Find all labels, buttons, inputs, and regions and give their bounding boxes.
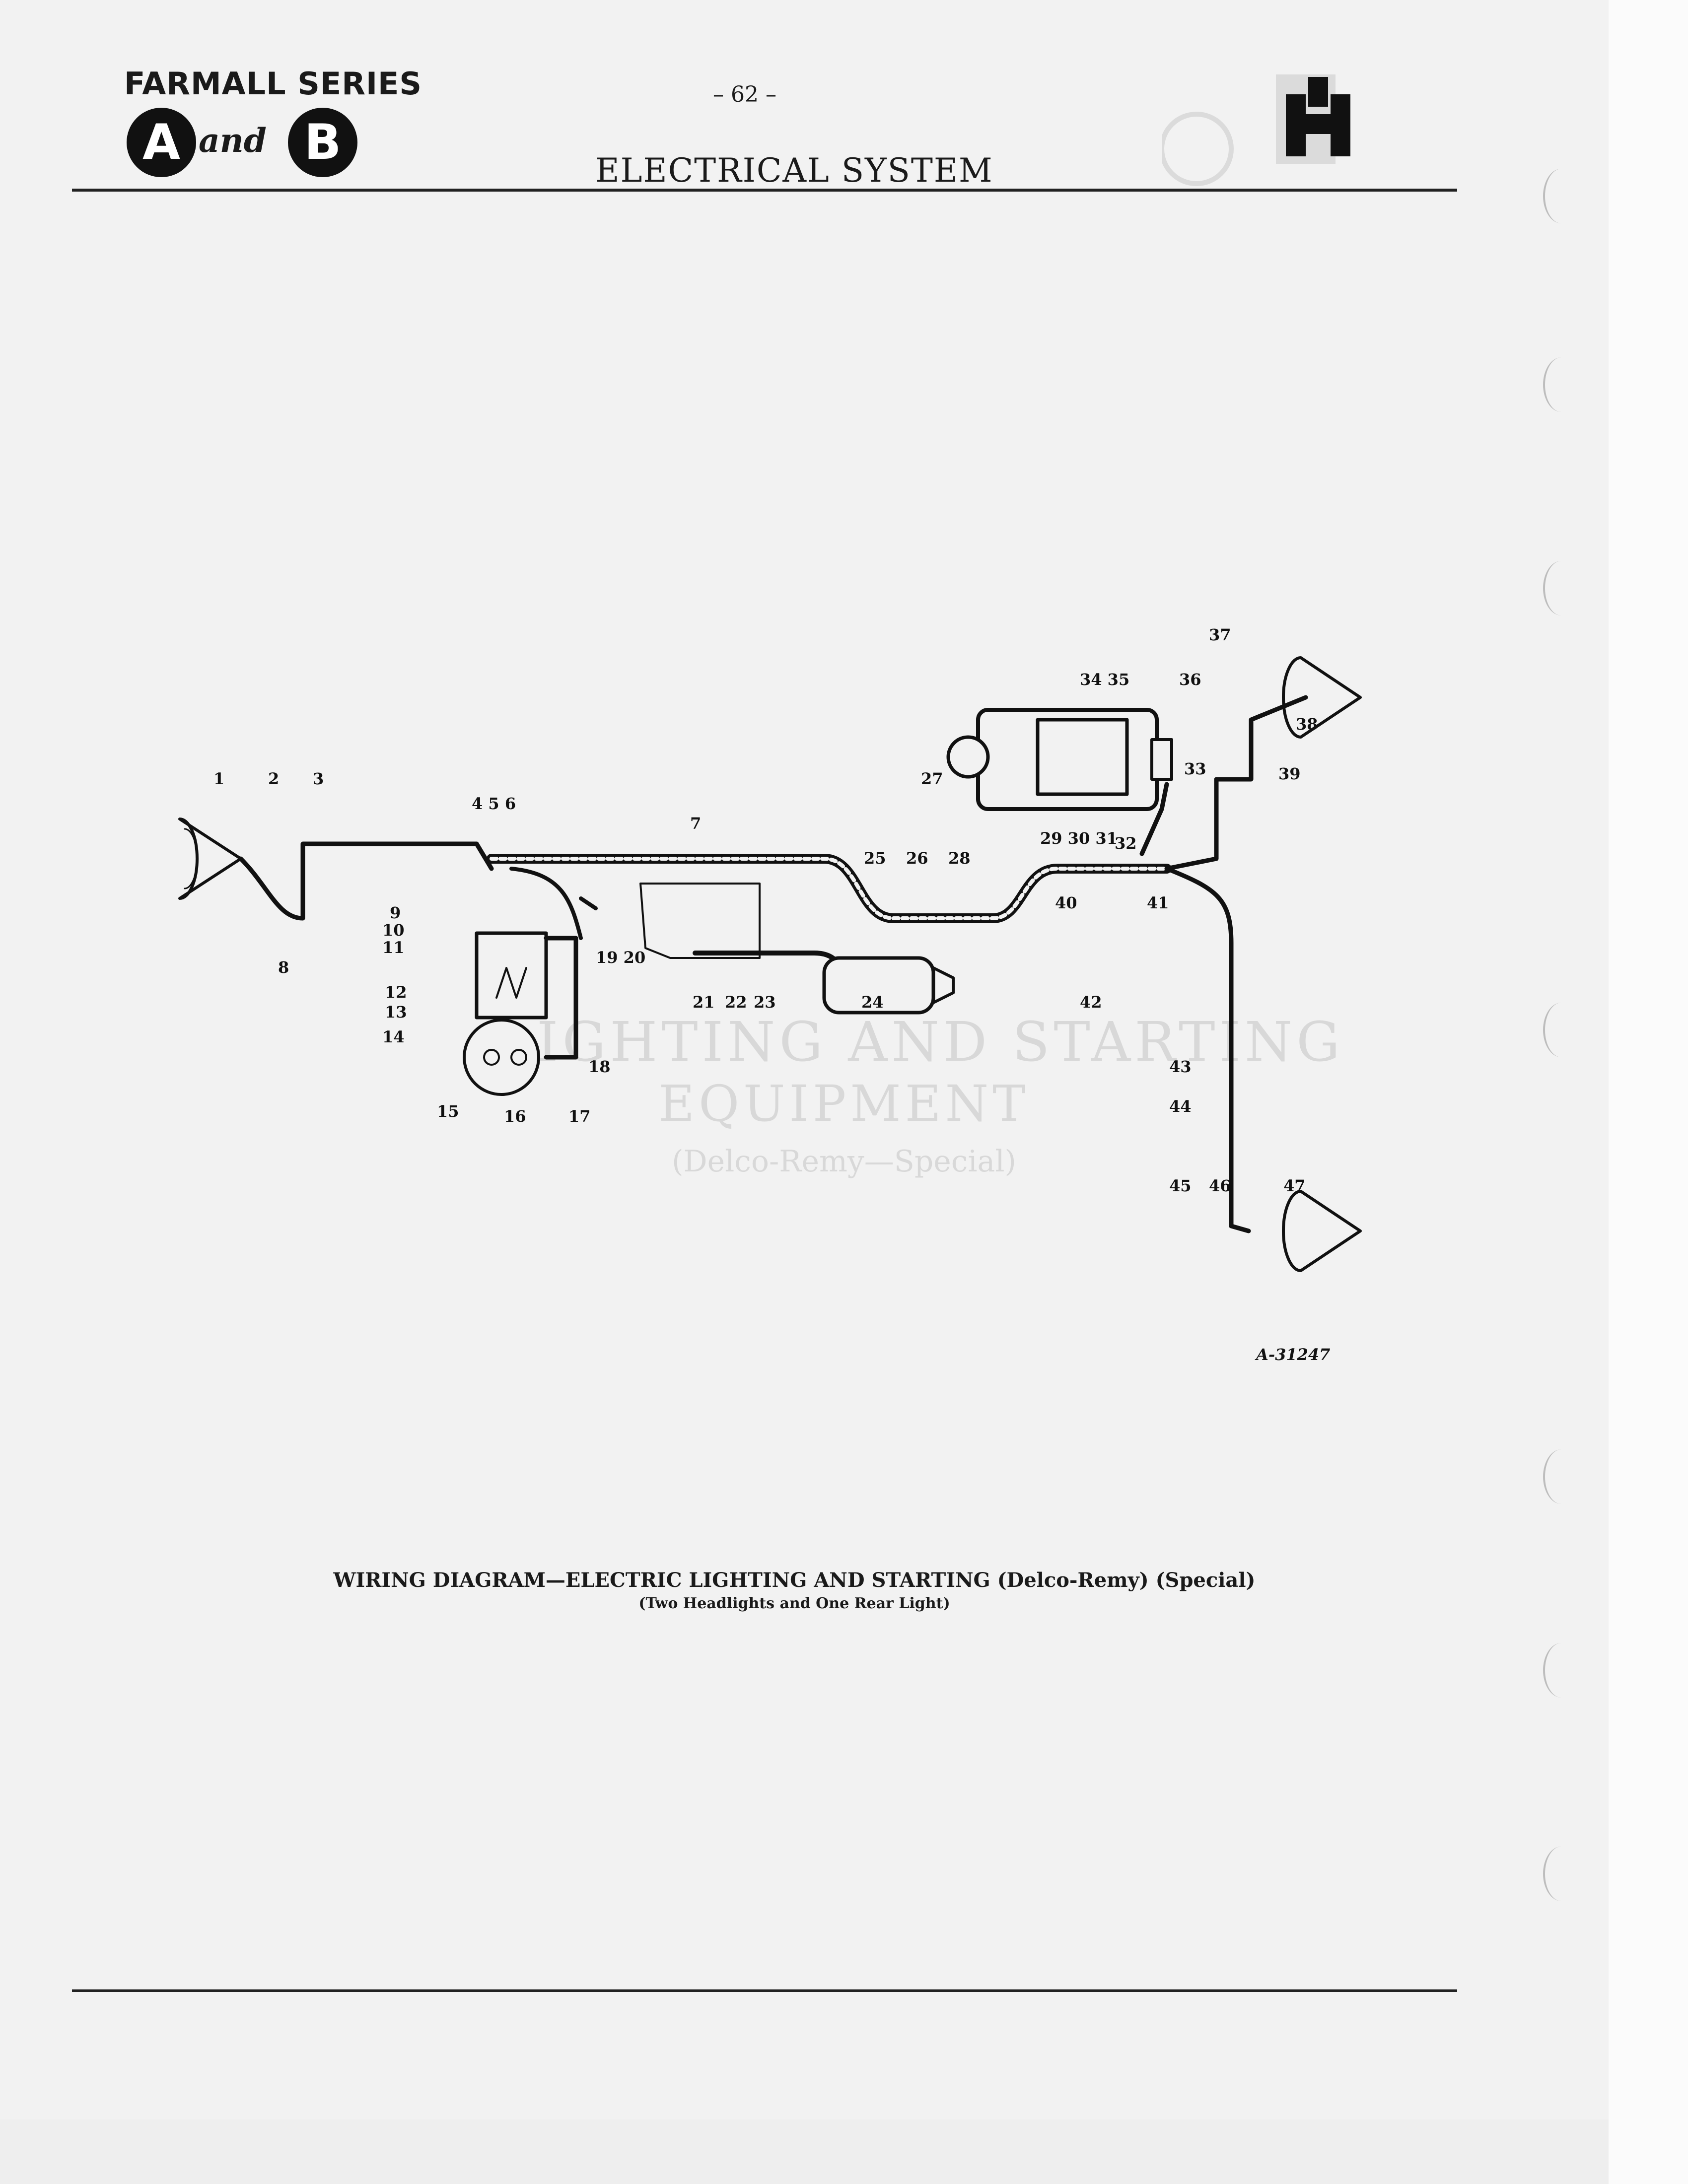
binder-hole (1543, 357, 1580, 412)
rear-light-wire (1164, 866, 1251, 1233)
switch-wire (509, 867, 598, 940)
figure-code: A-31247 (1255, 1345, 1330, 1364)
callout: 11 (382, 938, 405, 957)
binder-hole (1543, 1846, 1580, 1901)
rear-light-icon (1282, 1190, 1362, 1272)
wiring-diagram: 1 2 3 4 5 6 7 8 9 10 11 12 13 14 15 16 1… (178, 625, 1362, 1364)
callout: 22 (725, 993, 747, 1012)
callout: 23 (754, 993, 776, 1012)
callout: 40 (1055, 893, 1077, 912)
callout: 8 (278, 958, 289, 977)
headlight-right-top-icon (1282, 656, 1362, 739)
section-title: ELECTRICAL SYSTEM (595, 151, 993, 190)
callout: 36 (1179, 670, 1201, 689)
callout: 37 (1209, 625, 1231, 644)
starter-motor-icon (822, 956, 935, 1015)
callout: 43 (1169, 1057, 1192, 1076)
callout: 13 (385, 1003, 407, 1022)
binder-hole (1543, 1003, 1580, 1057)
generator-wire (1139, 782, 1169, 856)
callout: 45 (1169, 1176, 1192, 1195)
callout: 9 (390, 903, 401, 922)
headlight-left-icon (178, 818, 242, 900)
callout: 42 (1080, 993, 1102, 1012)
callout: 25 (864, 849, 886, 868)
callout: 24 (861, 993, 884, 1012)
callout: 29 30 31 (1040, 829, 1118, 848)
callout: 41 (1147, 893, 1169, 912)
brand-title: FARMALL SERIES (124, 66, 422, 102)
callout: 2 (268, 769, 279, 788)
page-edge (1609, 0, 1688, 2184)
callout: 44 (1169, 1097, 1192, 1116)
callout: 14 (382, 1027, 405, 1046)
ih-logo-icon (1286, 77, 1350, 156)
callout: 46 (1209, 1176, 1231, 1195)
callout: 27 (921, 769, 943, 788)
callout: 4 5 6 (472, 794, 516, 813)
callout: 26 (906, 849, 928, 868)
callout: 39 (1278, 764, 1301, 783)
headlight-wire (238, 841, 365, 921)
callout: 34 35 (1080, 670, 1129, 689)
manual-page (0, 0, 1609, 2119)
callout: 16 (504, 1107, 526, 1126)
callout: 47 (1283, 1176, 1306, 1195)
callout: 21 (693, 993, 715, 1012)
binder-hole (1543, 561, 1580, 615)
callout: 12 (385, 983, 407, 1002)
generator-icon (946, 708, 1173, 811)
harness-braid (490, 857, 1169, 920)
callout: 3 (313, 769, 324, 788)
brand-and: and (199, 121, 267, 160)
callout: 17 (568, 1107, 591, 1126)
callout: 33 (1184, 759, 1206, 778)
callout-labels: 1 2 3 4 5 6 7 8 9 10 11 12 13 14 15 16 1… (213, 625, 1330, 1364)
caption-title: WIRING DIAGRAM—ELECTRIC LIGHTING AND STA… (333, 1569, 1256, 1592)
binder-hole (1543, 1643, 1580, 1698)
brand-letter-a: A (127, 108, 196, 177)
callout: 1 (213, 769, 224, 788)
callout: 19 20 (596, 948, 645, 967)
callout: 28 (948, 849, 971, 868)
page-number: – 62 – (713, 82, 776, 107)
figure-caption: WIRING DIAGRAM—ELECTRIC LIGHTING AND STA… (149, 1569, 1440, 1612)
harness-wire (360, 841, 494, 871)
light-switch-icon (475, 931, 578, 1060)
front-light-wire (1164, 695, 1308, 871)
callout: 32 (1115, 834, 1137, 853)
callout: 10 (382, 921, 405, 940)
header-rule (72, 189, 1457, 192)
brand-letter-b: B (288, 108, 357, 177)
callout: 15 (437, 1102, 459, 1121)
farmall-brand-logo: FARMALL SERIES A and B (124, 66, 422, 185)
binder-hole (1543, 1449, 1580, 1504)
callout: 7 (690, 814, 701, 833)
caption-subtitle: (Two Headlights and One Rear Light) (638, 1595, 950, 1612)
callout: 18 (588, 1057, 611, 1076)
footer-rule (72, 1989, 1457, 1992)
callout: 38 (1296, 715, 1318, 734)
binder-hole (1543, 169, 1580, 223)
ignition-box (639, 883, 761, 959)
ammeter-icon (463, 1019, 540, 1096)
